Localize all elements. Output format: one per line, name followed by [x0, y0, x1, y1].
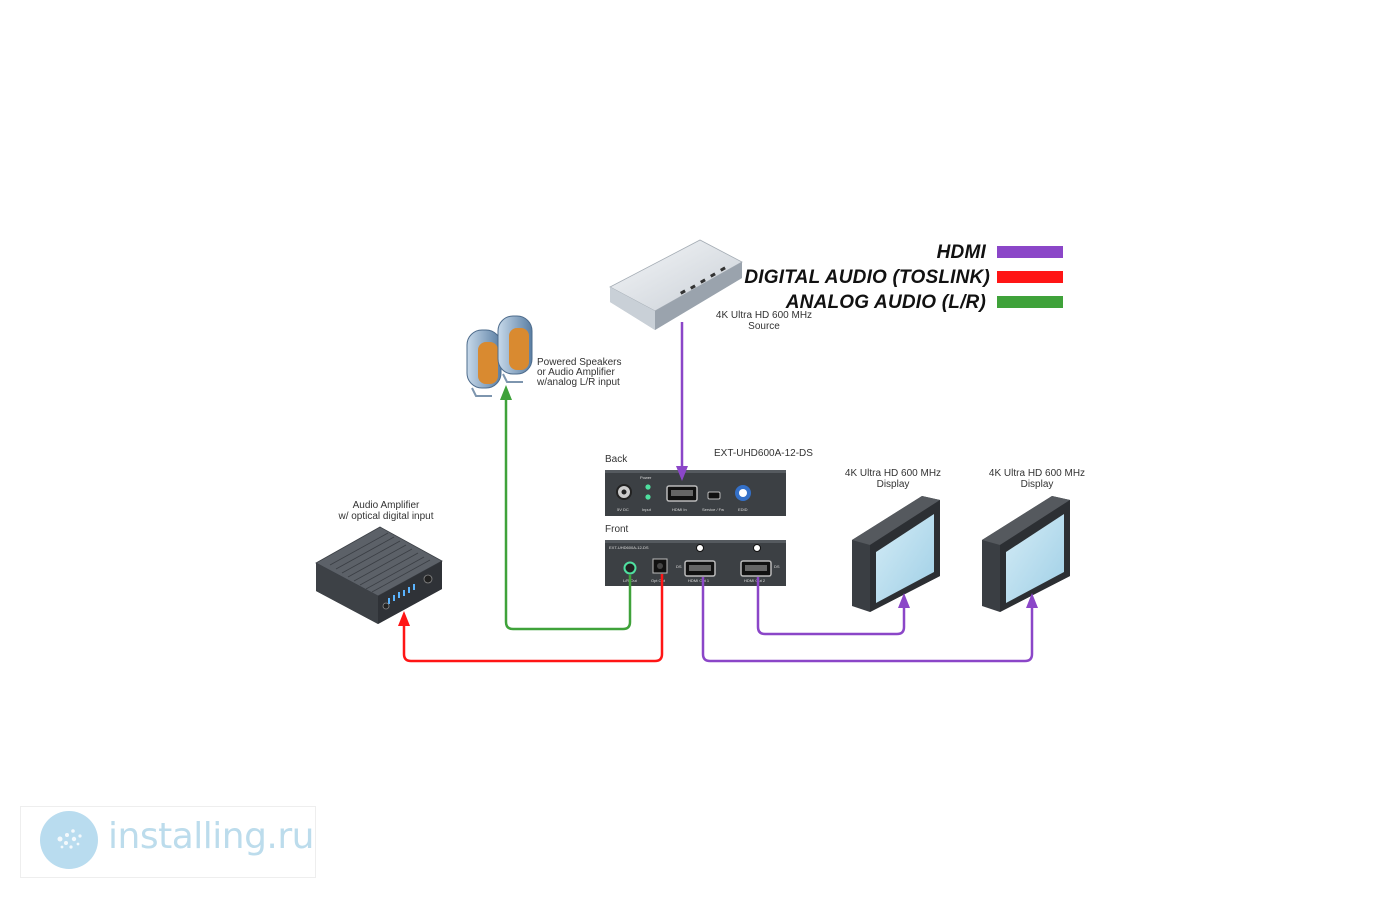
source-label-line1: 4K Ultra HD 600 MHz [715, 310, 813, 321]
back-port-power: Power [640, 475, 652, 480]
hdmi-cable-source [676, 322, 688, 481]
display-2-label-line1: 4K Ultra HD 600 MHz [988, 468, 1086, 479]
source-label: 4K Ultra HD 600 MHz Source [708, 310, 820, 332]
back-port-input: Input [642, 507, 652, 512]
display-1-label-line1: 4K Ultra HD 600 MHz [844, 468, 942, 479]
front-ds-2: DS [774, 564, 780, 569]
powered-speakers [466, 315, 533, 397]
display-1-label: 4K Ultra HD 600 MHz Display [838, 468, 948, 490]
display-1 [852, 496, 940, 612]
front-port-opt-out: Opt Out [651, 578, 666, 583]
analog-cable [500, 385, 632, 631]
legend-digital-audio-swatch [997, 271, 1063, 283]
back-port-service: Service / Fw [702, 507, 724, 512]
back-port-edid: EDID [738, 507, 748, 512]
source-device [609, 239, 743, 330]
toslink-cable [398, 574, 664, 663]
display-2 [982, 496, 1070, 612]
amplifier-label-line2: w/ optical digital input [338, 511, 434, 522]
legend-analog-audio-swatch [997, 296, 1063, 308]
speakers-label: Powered Speakers or Audio Amplifier w/an… [537, 358, 647, 388]
source-label-line2: Source [748, 321, 780, 332]
watermark-text: installing.ru [108, 816, 314, 857]
speakers-label-line2: or Audio Amplifier [537, 367, 615, 378]
display-1-label-line2: Display [876, 479, 910, 490]
extender-back-label: Back [605, 454, 628, 465]
legend-analog-audio-label: ANALOG AUDIO (L/R) [785, 292, 986, 313]
amplifier-label-line1: Audio Amplifier [352, 500, 420, 511]
watermark-logo-icon [40, 811, 98, 869]
display-2-label: 4K Ultra HD 600 MHz Display [982, 468, 1092, 490]
front-port-hdmi-out-2: HDMI Out 2 [744, 578, 766, 583]
display-2-label-line2: Display [1020, 479, 1054, 490]
legend-hdmi-label: HDMI [936, 242, 986, 263]
extender-model-label: EXT-UHD600A-12-DS [714, 448, 813, 459]
speakers-label-line3: w/analog L/R input [537, 377, 620, 388]
extender-back-panel: 5V DC Input Power HDMI In Service / Fw E… [605, 470, 786, 516]
front-ds-1: DS [676, 564, 682, 569]
watermark-logo-graphic [57, 829, 82, 849]
back-port-hdmi-in: HDMI In [672, 507, 687, 512]
hdmi-cable-display-1 [756, 577, 910, 636]
front-model-label: EXT-UHD600A-12-DS [609, 545, 649, 550]
speakers-label-line1: Powered Speakers [537, 357, 622, 368]
legend-hdmi-swatch [997, 246, 1063, 258]
legend-digital-audio-label: DIGITAL AUDIO (TOSLINK) [744, 267, 990, 288]
extender-front-label: Front [605, 524, 629, 535]
amplifier-label: Audio Amplifier w/ optical digital input [320, 500, 452, 522]
audio-amplifier [315, 526, 443, 624]
front-port-hdmi-out-1: HDMI Out 1 [688, 578, 710, 583]
hdmi-cable-display-2 [701, 577, 1038, 663]
back-port-5vdc: 5V DC [617, 507, 629, 512]
